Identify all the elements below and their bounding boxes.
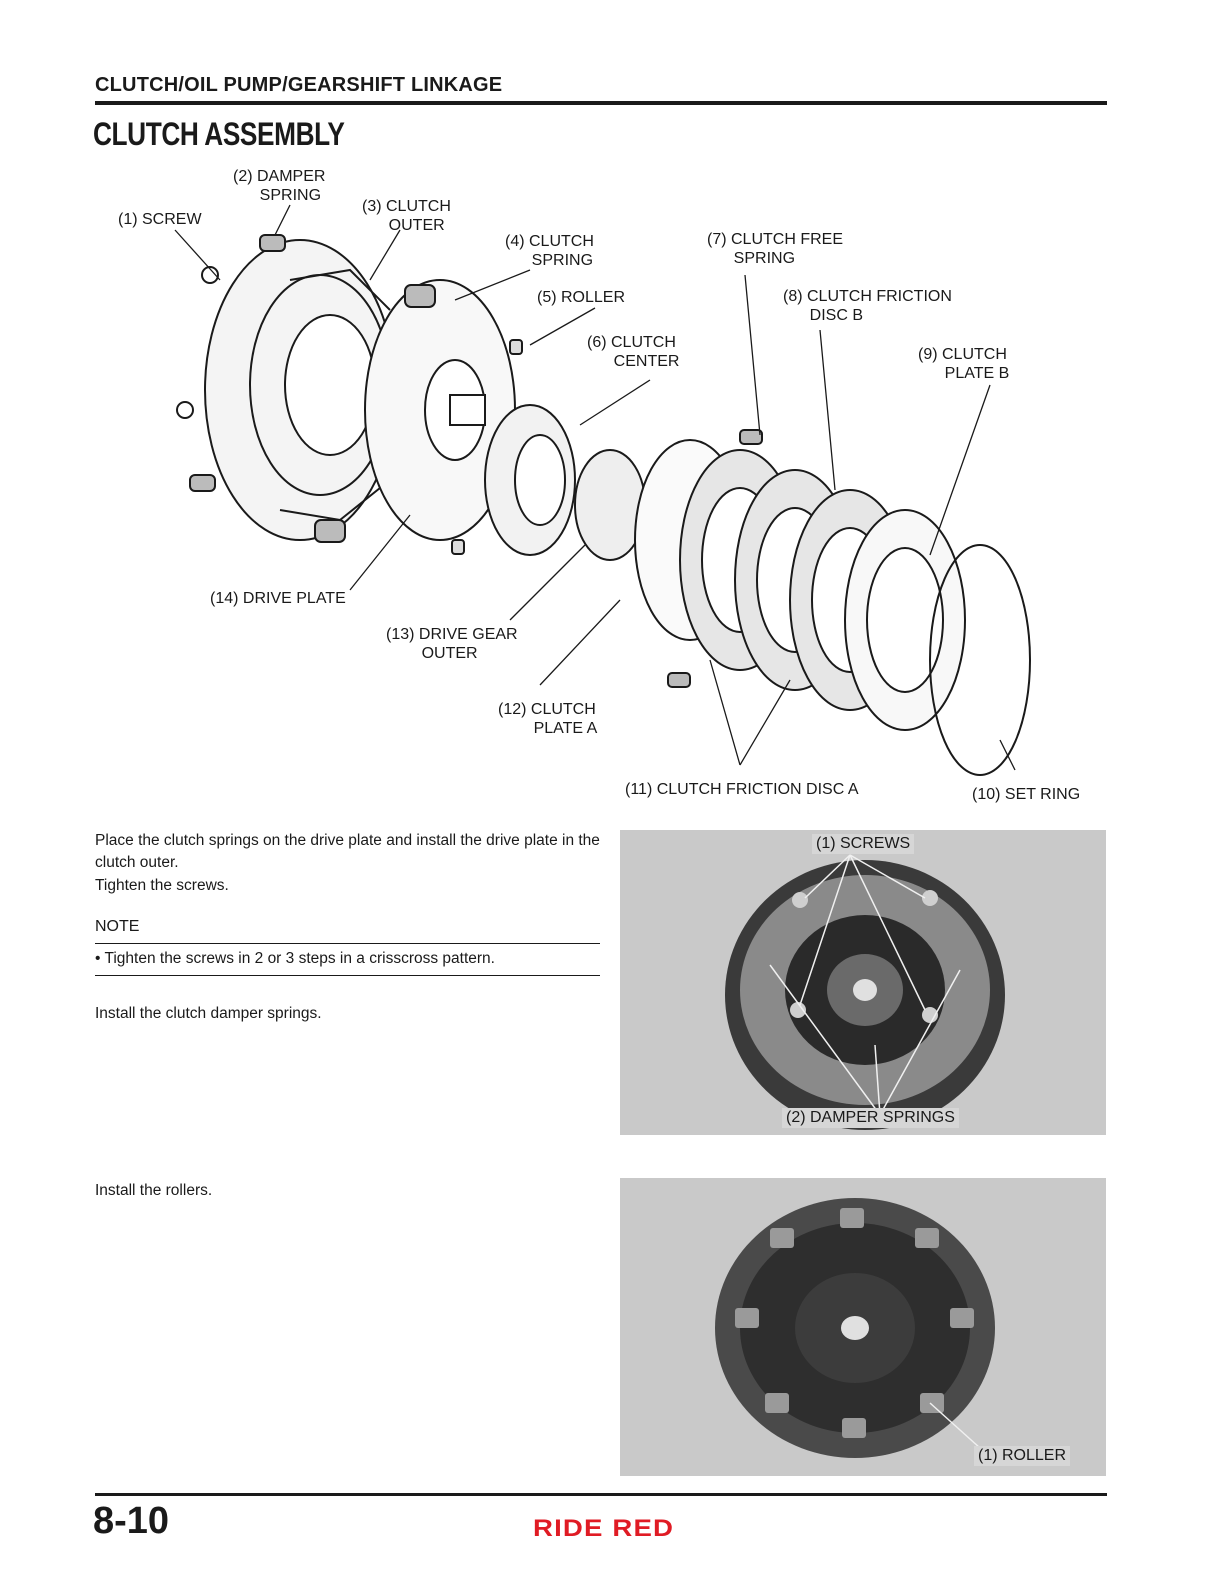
photo1-label-screws: (1) SCREWS: [812, 834, 915, 854]
callout-6: (6) CLUTCH CENTER: [587, 334, 680, 370]
section-title: CLUTCH/OIL PUMP/GEARSHIFT LINKAGE: [95, 74, 503, 96]
callout-14: (14) DRIVE PLATE: [210, 590, 346, 607]
clutch-exploded-drawing: [174, 204, 1031, 776]
photo2-label-roller: (1) ROLLER: [974, 1446, 1071, 1466]
page-number: 8-10: [93, 1500, 170, 1542]
clutch-rollers-photo-illustration: [715, 1198, 995, 1458]
callout-13: (13) DRIVE GEAR OUTER: [386, 626, 518, 662]
note-item-text: Tighten the screws in 2 or 3 steps in a …: [104, 950, 495, 967]
instruction-step-3: Install the rollers.: [95, 1182, 213, 1199]
instruction-step-2: Install the clutch damper springs.: [95, 1005, 322, 1022]
drive-plate-photo-illustration: [725, 854, 1005, 1130]
callout-5: (5) ROLLER: [537, 289, 626, 306]
callout-3: (3) CLUTCH OUTER: [362, 198, 451, 234]
instruction-step-1b: Tighten the screws.: [95, 877, 229, 894]
photo-drive-plate: (1) SCREWS (2) DAMPER SPRINGS: [620, 830, 1106, 1135]
callout-9: (9) CLUTCH PLATE B: [918, 346, 1010, 382]
callout-8: (8) CLUTCH FRICTION DISC B: [783, 288, 952, 324]
page-heading: CLUTCH ASSEMBLY: [93, 116, 345, 152]
callout-7: (7) CLUTCH FREE SPRING: [707, 231, 844, 267]
instruction-step-1: Place the clutch springs on the drive pl…: [95, 832, 600, 871]
note-label: NOTE: [95, 918, 140, 935]
callout-2: (2) DAMPER SPRING: [233, 168, 326, 204]
note-rule-top: [95, 943, 600, 944]
photo1-label-damper-springs: (2) DAMPER SPRINGS: [782, 1108, 959, 1128]
header-rule: [95, 101, 1107, 105]
callout-12: (12) CLUTCH PLATE A: [498, 701, 598, 737]
callout-4: (4) CLUTCH SPRING: [505, 233, 594, 269]
exploded-diagram: (1) SCREW (2) DAMPER SPRING (3) CLUTCH O…: [90, 160, 1120, 820]
note-item: • Tighten the screws in 2 or 3 steps in …: [95, 950, 495, 967]
callout-1: (1) SCREW: [118, 211, 202, 228]
callout-10: (10) SET RING: [972, 786, 1081, 803]
note-rule-bottom: [95, 975, 600, 976]
callout-11: (11) CLUTCH FRICTION DISC A: [625, 781, 859, 798]
footer-rule: [95, 1493, 1107, 1496]
brand-logo: RIDE RED: [533, 1515, 675, 1542]
photo-clutch-center-rollers: (1) ROLLER: [620, 1178, 1106, 1476]
